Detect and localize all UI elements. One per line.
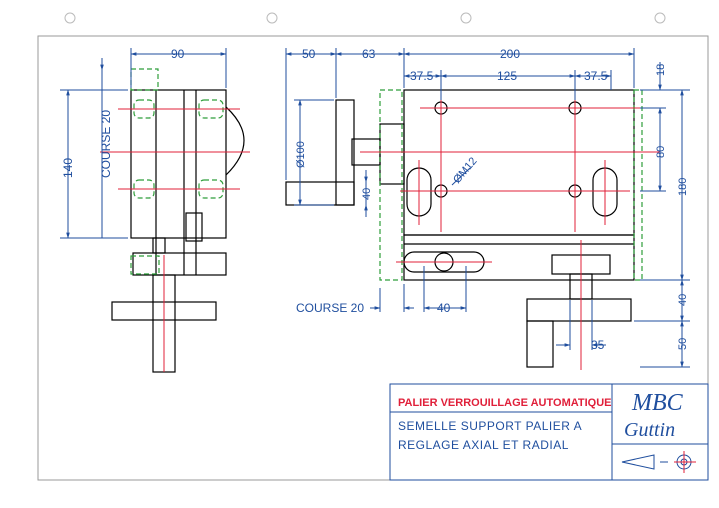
punch-hole <box>64 12 76 24</box>
title-block <box>389 383 709 481</box>
punch-hole <box>460 12 472 24</box>
dim-18: 18 <box>655 64 667 76</box>
dim-180: 180 <box>677 178 689 196</box>
dim-80: 80 <box>655 146 667 158</box>
first-angle-projection-icon <box>621 451 696 473</box>
drawing-frame <box>37 35 709 481</box>
front-view-hidden <box>379 89 643 281</box>
title-line-1: SEMELLE SUPPORT PALIER A <box>398 419 582 433</box>
punch-hole <box>654 12 666 24</box>
dim-37-5-right: 37.5 <box>584 69 608 83</box>
dim-40-side: 40 <box>361 188 373 200</box>
dim-50: 50 <box>302 47 316 61</box>
dim-course-left: COURSE 20 <box>99 110 113 178</box>
dim-width-90: 90 <box>171 47 185 61</box>
dim-40-bottom: 40 <box>437 301 451 315</box>
logo-guttin: Guttin <box>624 419 675 441</box>
dim-125: 125 <box>497 69 517 83</box>
front-view-dimensions <box>285 48 690 368</box>
dim-thread-m12: ØM12 <box>451 155 479 186</box>
dim-37-5-left: 37.5 <box>410 69 434 83</box>
side-view-dimensions <box>60 48 227 239</box>
dim-course-bottom: COURSE 20 <box>296 301 364 315</box>
side-view <box>111 89 245 373</box>
punch-hole <box>266 12 278 24</box>
side-view-centerlines <box>100 108 250 372</box>
front-view <box>285 89 635 368</box>
side-view-hidden <box>130 68 224 275</box>
dim-63: 63 <box>362 47 376 61</box>
dim-height-140: 140 <box>61 158 75 178</box>
dim-200: 200 <box>500 47 520 61</box>
dim-35: 35 <box>591 338 605 352</box>
dim-40-right: 40 <box>677 294 689 306</box>
title-main: PALIER VERROUILLAGE AUTOMATIQUE <box>398 397 612 409</box>
logo-mbc: MBC <box>631 390 684 416</box>
dim-diameter-100: Ø100 <box>295 141 307 168</box>
title-line-2: REGLAGE AXIAL ET RADIAL <box>398 438 569 452</box>
dim-50-right: 50 <box>677 338 689 350</box>
front-view-centerlines <box>360 92 660 370</box>
